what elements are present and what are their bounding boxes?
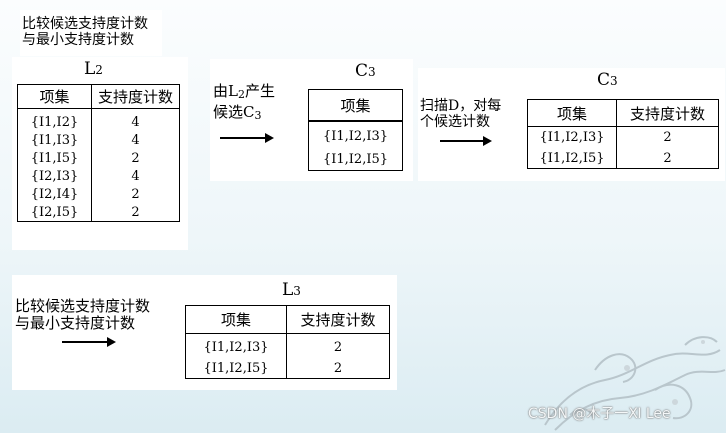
support-cell: 2 (287, 358, 390, 379)
table-row: {I2,I4}2 (18, 185, 180, 203)
step3-c3-count-table: 项集 支持度计数 {I1,I2,I3}2 {I1,I2,I5}2 (527, 99, 719, 169)
support-cell: 2 (92, 203, 180, 222)
col-header-itemset: 项集 (528, 100, 617, 127)
step2-caption-l2sub: 3 (254, 109, 261, 122)
table-header-row: 项集 支持度计数 (186, 306, 390, 334)
table-row: {I1,I2,I3}2 (528, 127, 719, 149)
support-cell: 2 (617, 148, 719, 169)
step2-caption-l1a: 由L (213, 82, 238, 100)
step1-caption-line1: 比较候选支持度计数 (22, 17, 148, 32)
step3-title-sub: 3 (610, 74, 618, 88)
itemset-cell: {I1,I5} (18, 149, 92, 167)
step1-caption-line2: 与最小支持度计数 (22, 33, 134, 48)
support-cell: 4 (92, 167, 180, 185)
table-header-row: 项集 (309, 90, 403, 122)
step2-caption-l1sub: 2 (238, 88, 245, 101)
step1-title-sub: 2 (95, 63, 103, 77)
table-row: {I1,I2,I3}2 (186, 334, 390, 359)
itemset-cell: {I1,I2,I3} (528, 127, 617, 149)
table-row: {I1,I2,I3} (309, 121, 403, 148)
step4-table-title: L3 (282, 281, 301, 300)
support-cell: 2 (92, 149, 180, 167)
table-row: {I1,I5}2 (18, 149, 180, 167)
col-header-support: 支持度计数 (92, 85, 180, 109)
step4-title-letter: L (282, 280, 293, 300)
step3-table-title: C3 (597, 71, 618, 90)
support-cell: 4 (92, 109, 180, 132)
table-row: {I1,I2,I5}2 (186, 358, 390, 379)
col-header-support: 支持度计数 (617, 100, 719, 127)
itemset-cell: {I1,I2} (18, 109, 92, 132)
table-row: {I1,I3}4 (18, 131, 180, 149)
support-cell: 4 (92, 131, 180, 149)
table-row: {I2,I3}4 (18, 167, 180, 185)
itemset-cell: {I2,I3} (18, 167, 92, 185)
col-header-itemset: 项集 (18, 85, 92, 109)
step2-arrow-icon (220, 137, 272, 139)
itemset-cell: {I1,I2,I5} (309, 148, 403, 171)
table-header-row: 项集 支持度计数 (528, 100, 719, 127)
step2-c3-table: 项集 {I1,I2,I3} {I1,I2,I5} (308, 89, 403, 171)
col-header-support: 支持度计数 (287, 306, 390, 334)
step2-title-sub: 3 (368, 65, 376, 79)
support-cell: 2 (287, 334, 390, 359)
table-row: {I1,I2,I5} (309, 148, 403, 171)
itemset-cell: {I2,I4} (18, 185, 92, 203)
step2-caption-line2: 候选C3 (213, 105, 261, 123)
step4-arrow-icon (62, 341, 114, 343)
itemset-cell: {I2,I5} (18, 203, 92, 222)
step4-title-sub: 3 (293, 284, 301, 298)
step2-table-title: C3 (355, 62, 376, 81)
table-row: {I1,I2}4 (18, 109, 180, 132)
step1-l2-table: 项集 支持度计数 {I1,I2}4 {I1,I3}4 {I1,I5}2 {I2,… (17, 84, 180, 222)
step1-title-letter: L (84, 59, 95, 79)
step3-title-letter: C (597, 70, 610, 90)
step3-caption-line1: 扫描D，对每 (420, 99, 501, 114)
table-row: {I1,I2,I5}2 (528, 148, 719, 169)
step4-caption-line1: 比较候选支持度计数 (15, 299, 150, 314)
itemset-cell: {I1,I3} (18, 131, 92, 149)
step2-caption-l2a: 候选C (213, 103, 254, 121)
step1-table-title: L2 (84, 60, 103, 79)
itemset-cell: {I1,I2,I3} (186, 334, 287, 359)
table-header-row: 项集 支持度计数 (18, 85, 180, 109)
itemset-cell: {I1,I2,I3} (309, 121, 403, 148)
col-header-itemset: 项集 (309, 90, 403, 122)
step3-caption-line2: 个候选计数 (420, 115, 490, 130)
table-row: {I2,I5}2 (18, 203, 180, 222)
col-header-itemset: 项集 (186, 306, 287, 334)
step2-caption-line1: 由L2产生 (213, 84, 275, 102)
step4-l3-table: 项集 支持度计数 {I1,I2,I3}2 {I1,I2,I5}2 (185, 305, 390, 379)
itemset-cell: {I1,I2,I5} (186, 358, 287, 379)
itemset-cell: {I1,I2,I5} (528, 148, 617, 169)
step2-title-letter: C (355, 61, 368, 81)
support-cell: 2 (617, 127, 719, 149)
step2-caption-l1b: 产生 (245, 82, 275, 100)
csdn-watermark: CSDN @木子一Ⅺ Lee (528, 403, 671, 423)
support-cell: 2 (92, 185, 180, 203)
step4-caption-line2: 与最小支持度计数 (15, 316, 135, 331)
step3-arrow-icon (440, 140, 490, 142)
